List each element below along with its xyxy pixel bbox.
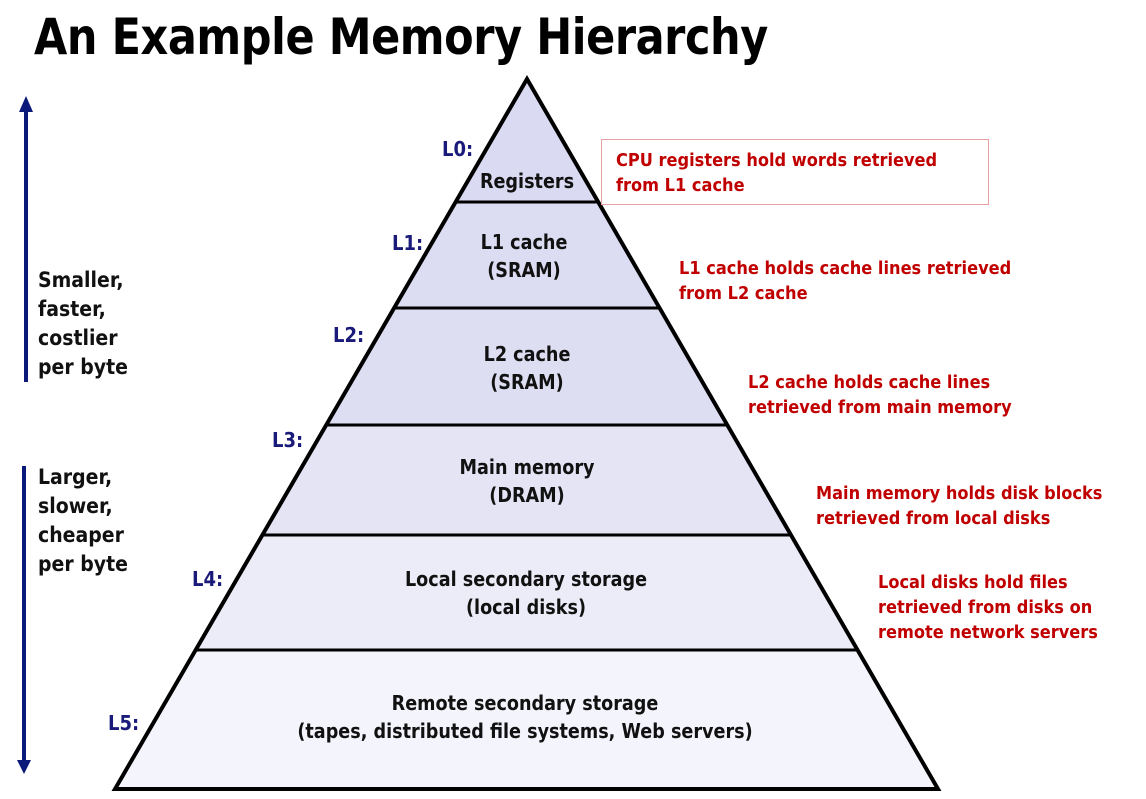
layer-label-line: (local disks): [466, 595, 586, 619]
note-line: Local disks hold files: [878, 572, 1068, 593]
note-l0: CPU registers hold words retrieved from …: [616, 148, 937, 198]
layer-remote-secondary-storage: Remote secondary storage (tapes, distrib…: [297, 689, 752, 745]
side-label-smaller-faster: Smaller, faster, costlier per byte: [38, 266, 128, 382]
level-tag-l4: L4:: [192, 567, 224, 591]
layer-label-line: Remote secondary storage: [391, 691, 659, 715]
side-label-line: Smaller,: [38, 268, 124, 292]
layer-main-memory: Main memory (DRAM): [460, 453, 595, 509]
layer-local-secondary-storage: Local secondary storage (local disks): [405, 565, 647, 621]
note-line: retrieved from local disks: [816, 508, 1051, 529]
layer-label-line: Registers: [479, 169, 575, 193]
note-line: Main memory holds disk blocks: [816, 483, 1103, 504]
layer-label-line: L2 cache: [483, 342, 571, 366]
side-label-line: per byte: [38, 552, 128, 576]
side-label-line: Larger,: [38, 465, 113, 489]
layer-label-line: (tapes, distributed file systems, Web se…: [297, 719, 753, 743]
note-line: CPU registers hold words retrieved: [616, 150, 938, 171]
arrow-down-icon: [17, 466, 31, 774]
page-title: An Example Memory Hierarchy: [34, 8, 768, 66]
layer-label-line: (SRAM): [487, 258, 561, 282]
side-label-line: slower,: [38, 494, 113, 518]
note-line: from L1 cache: [616, 175, 745, 196]
side-label-line: costlier: [38, 326, 118, 350]
level-tag-l1: L1:: [392, 231, 424, 255]
l0-note-box: [601, 139, 989, 205]
layer-label-line: (DRAM): [489, 483, 565, 507]
layer-l2-cache: L2 cache (SRAM): [484, 340, 571, 396]
note-line: retrieved from disks on: [878, 597, 1093, 618]
note-line: L1 cache holds cache lines retrieved: [679, 258, 1012, 279]
layer-registers: Registers: [480, 167, 574, 195]
note-l3: Main memory holds disk blocks retrieved …: [816, 481, 1102, 531]
level-tag-l3: L3:: [272, 428, 304, 452]
layer-shape-l3: [262, 425, 791, 535]
layer-l1-cache: L1 cache (SRAM): [481, 228, 568, 284]
side-label-line: per byte: [38, 355, 128, 379]
side-label-larger-slower: Larger, slower, cheaper per byte: [38, 463, 128, 579]
layer-shape-l5: [115, 650, 938, 789]
note-line: L2 cache holds cache lines: [748, 372, 991, 393]
note-line: retrieved from main memory: [748, 397, 1012, 418]
layer-label-line: Local secondary storage: [404, 567, 648, 591]
level-tag-l5: L5:: [108, 711, 140, 735]
arrow-up-icon: [19, 96, 33, 382]
level-tag-l0: L0:: [442, 137, 474, 161]
note-l1: L1 cache holds cache lines retrieved fro…: [679, 256, 1011, 306]
pyramid-outline: [111, 75, 942, 791]
layer-shape-l0: [455, 79, 599, 202]
layer-label-line: Main memory: [459, 455, 595, 479]
level-tag-l2: L2:: [333, 323, 365, 347]
note-l4: Local disks hold files retrieved from di…: [878, 570, 1098, 645]
layer-label-line: (SRAM): [490, 370, 564, 394]
side-label-line: cheaper: [38, 523, 124, 547]
layer-shape-l2: [326, 308, 728, 425]
note-line: from L2 cache: [679, 283, 808, 304]
note-l2: L2 cache holds cache lines retrieved fro…: [748, 370, 1012, 420]
layer-shape-l1: [394, 202, 660, 308]
layer-label-line: L1 cache: [480, 230, 568, 254]
note-line: remote network servers: [878, 622, 1098, 643]
side-label-line: faster,: [38, 297, 106, 321]
layer-shape-l4: [195, 535, 858, 650]
